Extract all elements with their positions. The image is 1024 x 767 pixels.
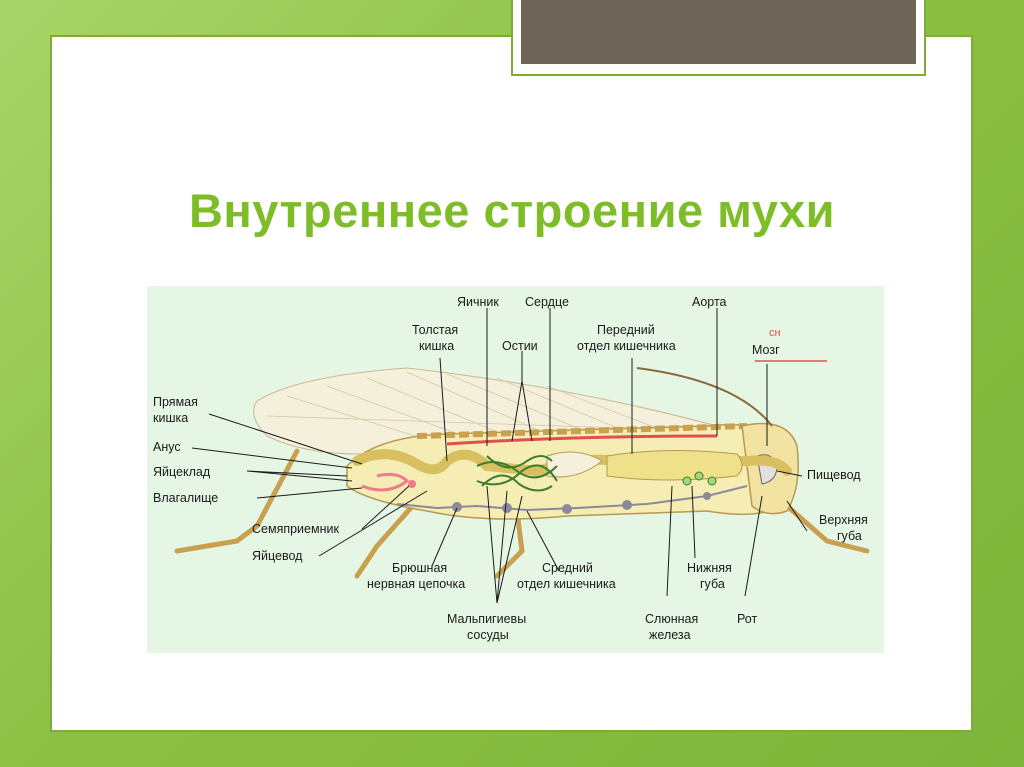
label-salivary-gland-2: железа (649, 628, 691, 642)
diagram-labels: Яичник Сердце Аорта Толстая кишка Остии … (153, 295, 868, 642)
label-ostia: Остии (502, 339, 538, 353)
legs-illustration (174, 448, 870, 579)
label-oviduct: Яйцевод (252, 549, 303, 563)
label-seminal-receptacle: Семяприемник (252, 522, 339, 536)
label-large-intestine-2: кишка (419, 339, 454, 353)
label-brain: Мозг (752, 343, 780, 357)
label-nerve-cord-1: Брюшная (392, 561, 447, 575)
label-malpighian-2: сосуды (467, 628, 509, 642)
label-foregut-2: отдел кишечника (577, 339, 676, 353)
body-illustration (346, 360, 827, 520)
label-ovary: Яичник (457, 295, 499, 309)
label-upper-lip-1: Верхняя (819, 513, 868, 527)
label-malpighian-1: Мальпигиевы (447, 612, 526, 626)
label-lower-lip-1: Нижняя (687, 561, 732, 575)
label-brain-annotation: сн (769, 327, 781, 339)
label-rectum-1: Прямая (153, 395, 198, 409)
label-upper-lip-2: губа (837, 529, 862, 543)
label-salivary-gland-1: Слюнная (645, 612, 698, 626)
label-ovipositor: Яйцеклад (153, 465, 211, 479)
label-heart: Сердце (525, 295, 569, 309)
label-lower-lip-2: губа (700, 577, 725, 591)
page-title: Внутреннее строение мухи (188, 184, 836, 237)
label-mouth: Рот (737, 612, 757, 626)
label-vagina: Влагалище (153, 491, 218, 505)
label-nerve-cord-2: нервная цепочка (367, 577, 465, 591)
title-placeholder-bar (521, 0, 916, 64)
label-aorta: Аорта (692, 295, 727, 309)
label-esophagus: Пищевод (807, 468, 861, 482)
label-midgut-1: Средний (542, 561, 593, 575)
label-rectum-2: кишка (153, 411, 188, 425)
label-anus: Анус (153, 440, 181, 454)
label-leader-lines (191, 308, 808, 604)
label-midgut-2: отдел кишечника (517, 577, 616, 591)
label-foregut-1: Передний (597, 323, 655, 337)
label-large-intestine-1: Толстая (412, 323, 458, 337)
fly-anatomy-diagram: Яичник Сердце Аорта Толстая кишка Остии … (147, 286, 884, 653)
